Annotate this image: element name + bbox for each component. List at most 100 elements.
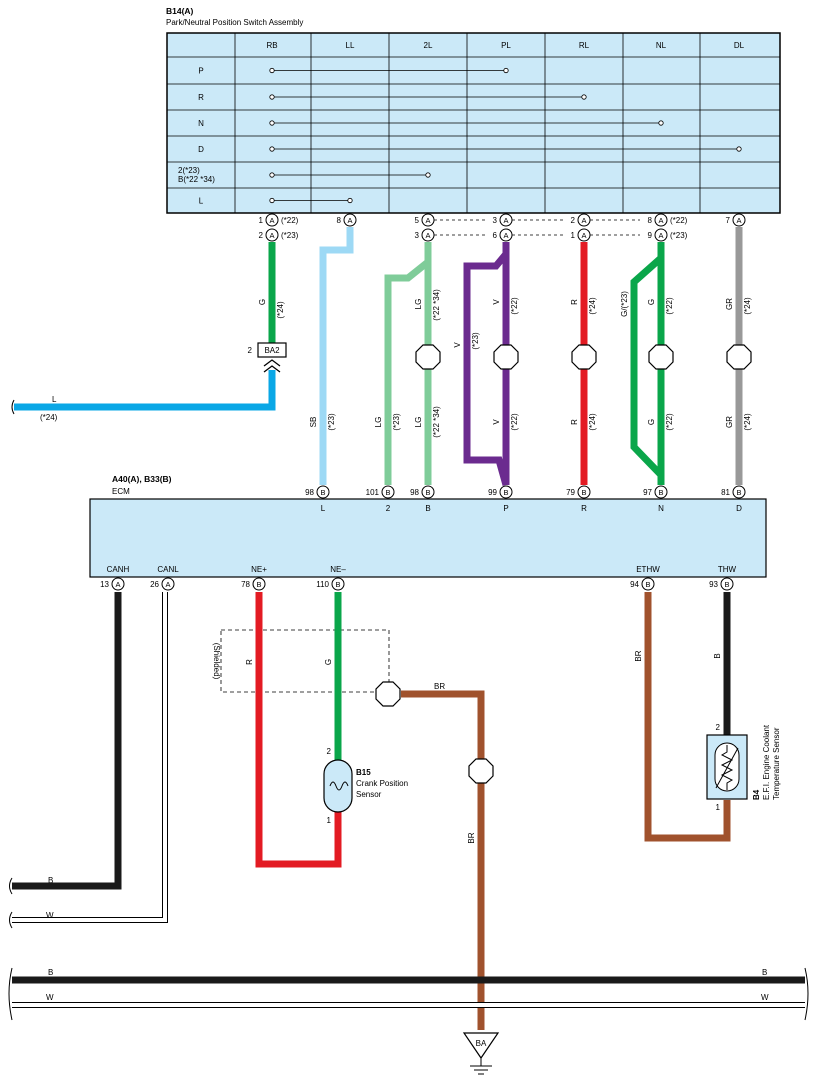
ecm-pins: B98LB1012B98BB99PB79RB97NB81DA13CANHA26C… <box>100 485 746 591</box>
pin-number: 78 <box>241 580 250 589</box>
wire-rb-note: (*24) <box>588 413 597 431</box>
wire-g2b-label: G <box>647 419 656 425</box>
ecm-top-pin <box>654 485 668 499</box>
pin-number: 101 <box>366 488 380 497</box>
connector-letter: A <box>269 216 274 225</box>
ecm-top-pin <box>577 485 591 499</box>
ecm-bottom-pin <box>161 577 175 591</box>
ecm-terminal-label: N <box>658 504 664 513</box>
switch-col-header: NL <box>656 41 667 50</box>
connector-letter: A <box>658 231 663 240</box>
connector-letter: B <box>581 488 586 497</box>
connector-letter: B <box>425 488 430 497</box>
canl-break <box>9 911 13 929</box>
ecm-top-pin <box>316 485 330 499</box>
canl-wire-label: W <box>46 911 54 920</box>
switch-col-header: LL <box>346 41 355 50</box>
ecm-terminal-label: CANH <box>107 565 130 574</box>
splice-junction-icon <box>468 758 494 784</box>
ecm-top-pin <box>381 485 395 499</box>
pin-number: 98 <box>410 488 419 497</box>
ground-triangle-icon <box>462 1032 500 1060</box>
switch-row-label: R <box>198 93 204 102</box>
pin-number: 6 <box>493 231 498 240</box>
connector-letter: A <box>165 580 170 589</box>
splice-junction-icon <box>648 344 674 370</box>
wire-lg1-label: LG <box>374 417 383 428</box>
pin-number: 2 <box>259 231 264 240</box>
splice-junction-icon <box>571 344 597 370</box>
bus-b-left-label: B <box>48 968 53 977</box>
wire-v2-label: V <box>492 299 501 305</box>
connector-pin <box>732 213 746 227</box>
wire-gr-label: GR <box>725 298 734 310</box>
switch-name: Park/Neutral Position Switch Assembly <box>166 18 303 27</box>
thermistor-arrow-icon <box>715 747 739 789</box>
ecm-bottom-pin <box>111 577 125 591</box>
connector-letter: A <box>115 580 120 589</box>
canh-wire-label: B <box>48 876 53 885</box>
connector-letter: B <box>256 580 261 589</box>
switch-terminal-dot <box>269 146 275 152</box>
switch-terminal-dot <box>269 197 275 204</box>
wire-lg2-label: LG <box>414 299 423 310</box>
switch-row-label: N <box>198 119 204 128</box>
wire-canl-outer <box>12 592 168 923</box>
connector-letter: A <box>503 216 508 225</box>
pin-number: 1 <box>259 216 264 225</box>
crank-pin-top: 2 <box>327 747 332 756</box>
shield-box <box>220 629 390 693</box>
wire-canl <box>12 592 167 922</box>
wire-v2b-label: V <box>492 419 501 425</box>
switch-row-label: D <box>198 145 204 154</box>
connector-letter: B <box>724 580 729 589</box>
pin-number: 1 <box>571 231 576 240</box>
switch-terminal-dot <box>347 197 353 204</box>
switch-terminal-dot <box>425 172 431 178</box>
connector-letter: B <box>645 580 650 589</box>
connector-letter: B <box>335 580 340 589</box>
switch-id: B14(A) <box>166 6 194 16</box>
connector-pin <box>265 228 279 242</box>
wire-gy-label: G/(*23) <box>620 291 629 317</box>
pin-note: (*23) <box>670 231 688 240</box>
switch-terminal-dot <box>269 94 275 100</box>
pin-number: 3 <box>415 231 420 240</box>
wire-v-label: V <box>453 342 462 348</box>
switch-terminal-dot <box>736 146 742 152</box>
ecm-terminal-label: P <box>503 504 508 513</box>
wire-g-note: (*24) <box>276 301 285 319</box>
wire-lg2b-label: LG <box>414 417 423 428</box>
switch-terminal-dot <box>269 120 275 126</box>
temp-pin-bottom: 1 <box>716 803 721 812</box>
ecm-box <box>89 498 767 578</box>
temp-name-1: E.F.I. Engine Coolant <box>762 724 771 800</box>
switch-col-header: RB <box>266 41 277 50</box>
wire-l-note: (*24) <box>40 413 58 422</box>
bus-w-right-label: W <box>761 993 769 1002</box>
ba2-connector <box>257 342 287 358</box>
pin-number: 81 <box>721 488 730 497</box>
splice-junction-icon <box>726 344 752 370</box>
crank-name-2: Sensor <box>356 790 382 799</box>
switch-col-header: PL <box>501 41 511 50</box>
crank-pin-bottom: 1 <box>327 816 332 825</box>
ecm-bottom-pin <box>331 577 345 591</box>
bus-w-left-label: W <box>46 993 54 1002</box>
ecm-terminal-label: THW <box>718 565 737 574</box>
wire-rb-label: R <box>570 419 579 425</box>
ground-symbol-icon <box>470 1058 492 1075</box>
pin-number: 98 <box>305 488 314 497</box>
switch-col-header: DL <box>734 41 745 50</box>
wire-l-break <box>11 399 15 415</box>
wire-ethw <box>644 592 731 842</box>
connector-letter: A <box>581 231 586 240</box>
connector-letter: A <box>503 231 508 240</box>
wire-r-note: (*24) <box>588 297 597 315</box>
wire-lg1-note: (*23) <box>392 413 401 431</box>
connector-letter: B <box>385 488 390 497</box>
wire-l-label: L <box>52 395 57 404</box>
wire-lg-23 <box>384 242 432 485</box>
switch-terminal-dot <box>658 120 664 126</box>
